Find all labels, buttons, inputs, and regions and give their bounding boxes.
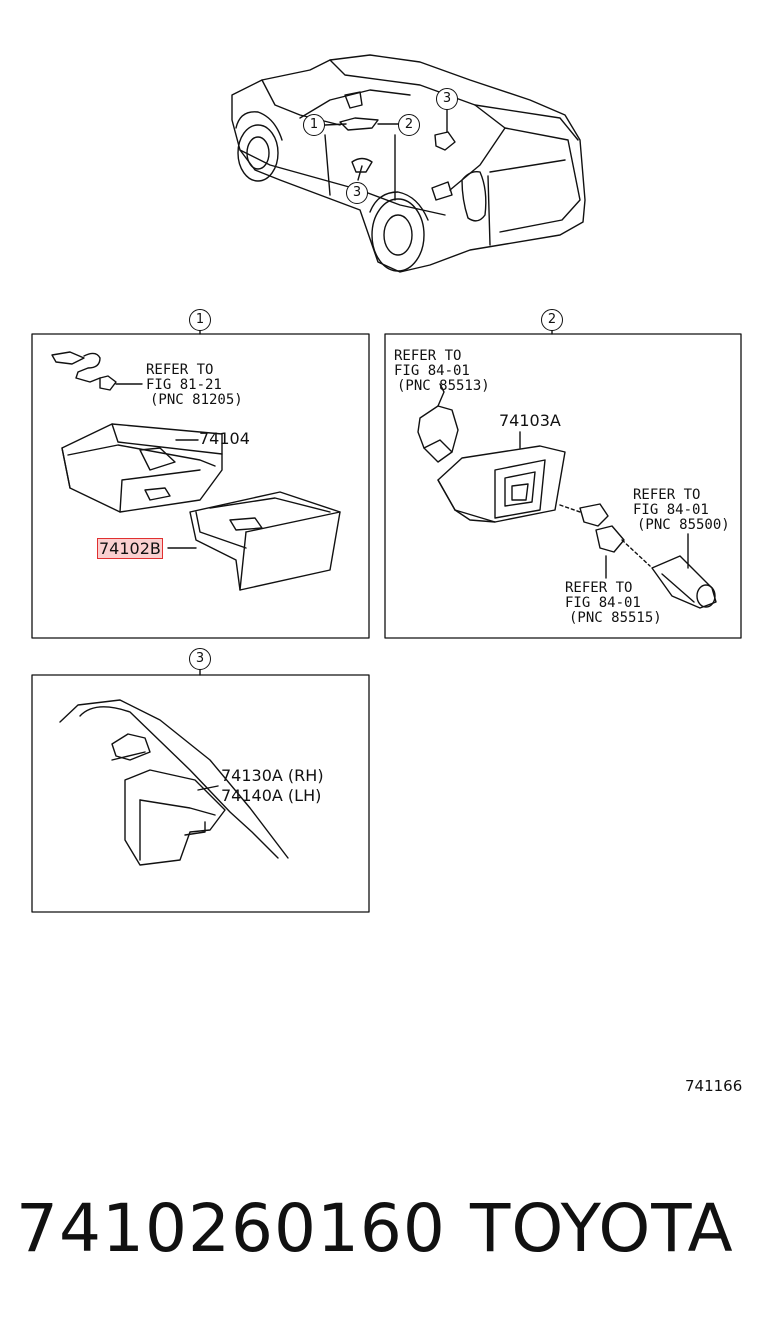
panel2-refer-bottom-line3: (PNC 85515)	[569, 610, 662, 626]
panel1-refer-line1: REFER TO	[146, 362, 214, 378]
part-number-74140A-lh[interactable]: 74140A (LH)	[221, 786, 322, 805]
panel2-refer-bottom-line2: FIG 84-01	[565, 595, 641, 611]
panel2-refer-right-line1: REFER TO	[633, 487, 701, 503]
panel2-refer-right-line3: (PNC 85500)	[637, 517, 730, 533]
panel2-socket-assembly	[417, 383, 717, 609]
vehicle-callout-3-front: 3	[346, 182, 368, 204]
vehicle-callout-3-rear: 3	[436, 88, 458, 110]
footer-part-number: 7410260160	[16, 1190, 446, 1267]
panel-2-frame	[384, 333, 742, 639]
panel2-refer-top-line1: REFER TO	[394, 348, 462, 364]
panel1-wire-harness	[51, 351, 143, 391]
footer-brand: TOYOTA	[470, 1190, 734, 1267]
panel1-refer-line2: FIG 81-21	[146, 377, 222, 393]
vehicle-illustration	[231, 54, 586, 273]
figure-code: 741166	[685, 1077, 743, 1095]
panel1-refer-line3: (PNC 81205)	[150, 392, 243, 408]
panel-1-callout: 1	[189, 309, 211, 331]
panel2-refer-top-line2: FIG 84-01	[394, 363, 470, 379]
part-number-74103A[interactable]: 74103A	[499, 411, 561, 430]
part-number-74104[interactable]: 74104	[199, 429, 250, 448]
vehicle-callout-2: 2	[398, 114, 420, 136]
panel2-refer-bottom-line1: REFER TO	[565, 580, 633, 596]
vehicle-callout-1: 1	[303, 114, 325, 136]
panel1-glovebox-74102B	[167, 491, 341, 591]
panel3-console-cover	[59, 699, 289, 866]
panel-3-callout: 3	[189, 648, 211, 670]
part-number-74102B-highlighted[interactable]: 74102B	[97, 538, 163, 559]
panel-2-callout: 2	[541, 309, 563, 331]
part-number-74130A-rh[interactable]: 74130A (RH)	[221, 766, 324, 785]
panel2-refer-top-line3: (PNC 85513)	[397, 378, 490, 394]
panel1-housing-74104	[61, 423, 223, 513]
panel2-refer-right-line2: FIG 84-01	[633, 502, 709, 518]
